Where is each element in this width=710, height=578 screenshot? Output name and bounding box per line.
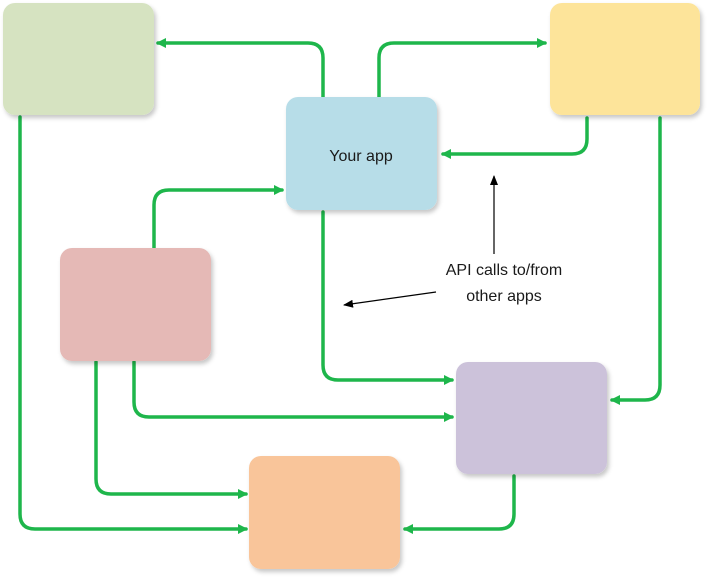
connector-center-to-right-lower xyxy=(321,210,454,385)
boxes xyxy=(3,3,700,569)
connector-middle-left-to-center xyxy=(152,185,284,250)
connector-middle-left-to-right-lower xyxy=(132,360,454,422)
box-middle-left xyxy=(60,248,211,361)
connectors xyxy=(18,38,662,534)
connector-top-left-to-bottom xyxy=(18,115,248,534)
connector-top-right-to-center xyxy=(441,116,589,159)
connector-center-to-top-left xyxy=(156,38,325,99)
box-top-left xyxy=(3,3,154,115)
connector-top-right-to-right-lower xyxy=(610,116,662,405)
connector-middle-left-to-bottom xyxy=(94,360,248,499)
connector-center-to-top-right xyxy=(377,38,547,99)
box-center-your-app xyxy=(286,97,437,210)
annotation-line-1: API calls to/from xyxy=(446,262,562,279)
box-right-lower xyxy=(456,362,607,474)
center-box-label: Your app xyxy=(329,148,393,165)
box-top-right xyxy=(550,3,700,115)
connector-right-lower-to-bottom xyxy=(403,474,516,534)
annotation-pointers xyxy=(343,175,498,308)
annotation-line-2: other apps xyxy=(466,288,542,305)
pointer-left-arrow xyxy=(343,291,437,308)
box-bottom xyxy=(249,456,400,569)
